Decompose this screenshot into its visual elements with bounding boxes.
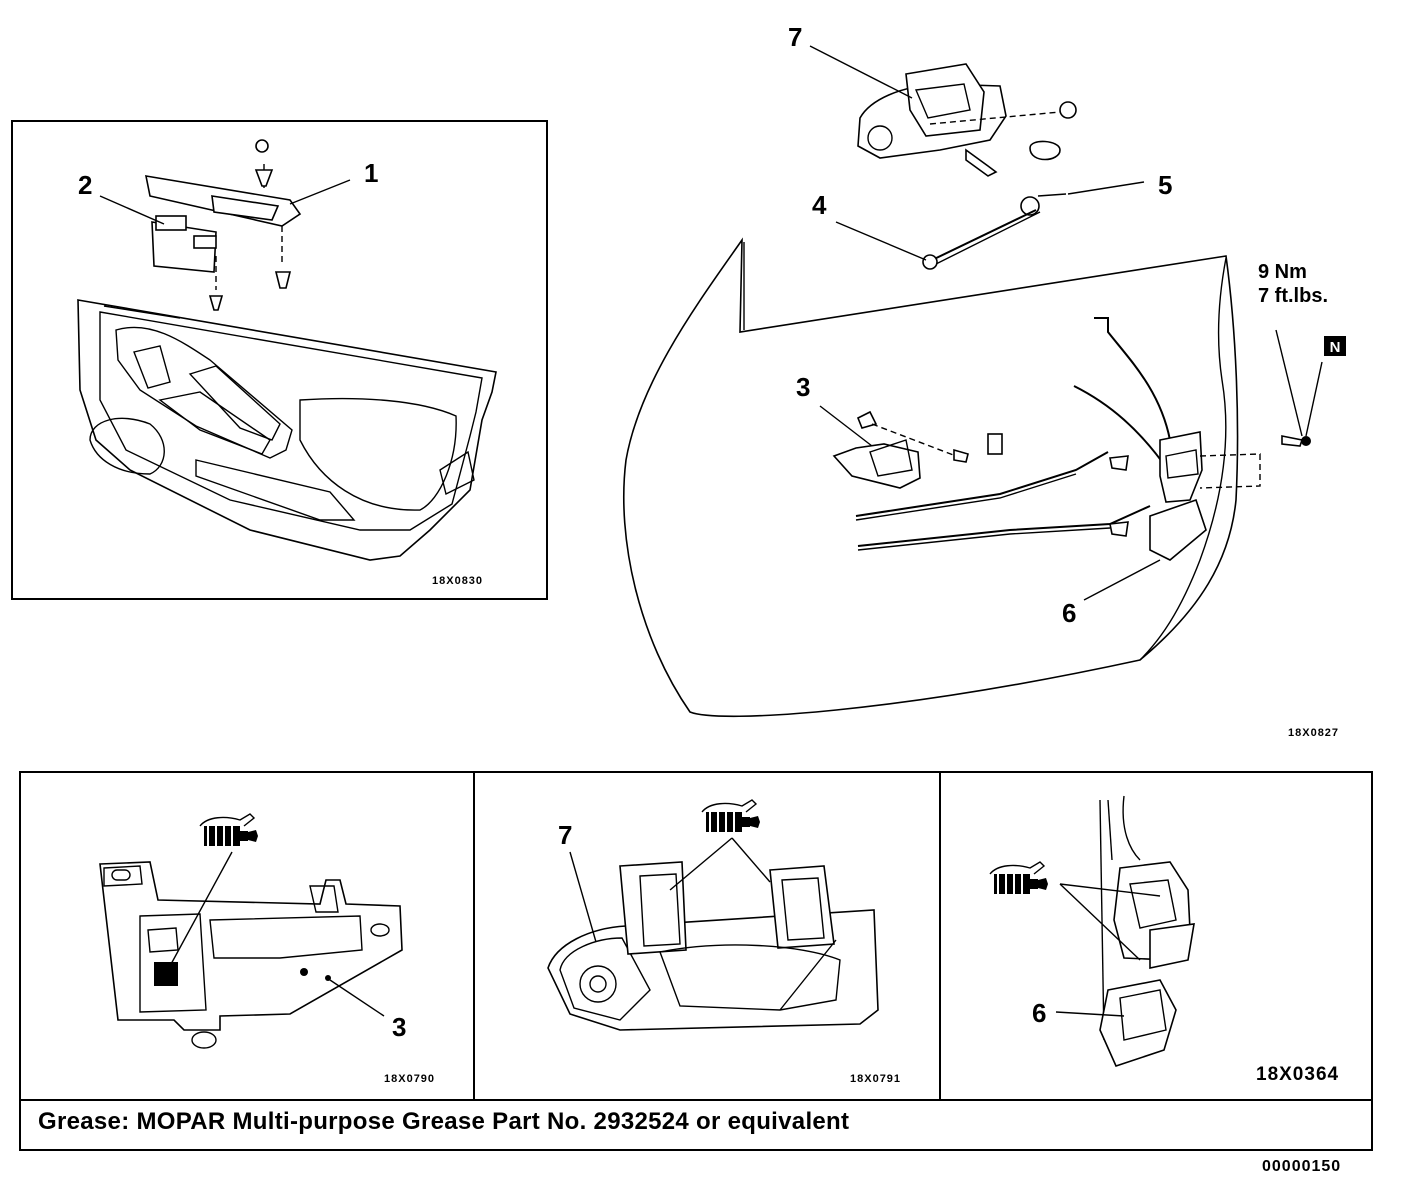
door-shell [623, 237, 1239, 718]
drawing-code-18x0791: 18X0791 [850, 1073, 901, 1085]
callout-7: 7 [788, 22, 802, 52]
grease-gun-icon [199, 813, 259, 847]
latch-detail: 6 18X0364 [989, 795, 1339, 1085]
drawing-code-18x0827: 18X0827 [1288, 727, 1339, 739]
switch-bezel [144, 139, 302, 227]
power-window-switch [151, 215, 292, 311]
callout-3: 3 [796, 372, 810, 402]
drawing-code-18x0830: 18X0830 [432, 575, 483, 587]
callout-5: 5 [1158, 170, 1172, 200]
callout-3-detail: 3 [392, 1012, 406, 1042]
callout-6: 6 [1062, 598, 1076, 628]
grease-gun-icon [701, 799, 761, 833]
footer-code: 00000150 [1262, 1158, 1342, 1175]
callout-2: 2 [78, 170, 92, 200]
torque-imperial: 7 ft.lbs. [1258, 285, 1328, 307]
door-trim-panel-drawing [77, 299, 497, 561]
drawing-code-18x0790: 18X0790 [384, 1073, 435, 1085]
callout-1: 1 [364, 158, 378, 188]
door-assembly-panel: 7 5 4 3 6 9 Nm 7 ft.lbs. N 18X0827 [623, 22, 1346, 739]
inside-handle-detail: 3 18X0790 [99, 813, 435, 1085]
key-cylinder-rod [922, 193, 1067, 270]
grease-gun-icon [989, 861, 1049, 895]
outside-handle-detail: 7 18X0791 [547, 799, 901, 1085]
grease-caption: Grease: MOPAR Multi-purpose Grease Part … [38, 1108, 850, 1135]
latch-rods [855, 317, 1171, 551]
callout-6-detail: 6 [1032, 998, 1046, 1028]
torque-metric: 9 Nm [1258, 261, 1307, 283]
outside-handle-exploded [857, 63, 1077, 177]
door-trim-panel: 1 2 18X0830 [11, 120, 548, 600]
door-latch [1149, 431, 1311, 561]
svg-text:N: N [1330, 339, 1341, 356]
n-badge: N [1324, 336, 1346, 356]
callout-4: 4 [812, 190, 827, 220]
callout-7-detail: 7 [558, 820, 572, 850]
drawing-code-18x0364: 18X0364 [1256, 1064, 1339, 1085]
bottom-panel-frame [19, 771, 1373, 1151]
inside-handle-exploded [832, 410, 1003, 489]
